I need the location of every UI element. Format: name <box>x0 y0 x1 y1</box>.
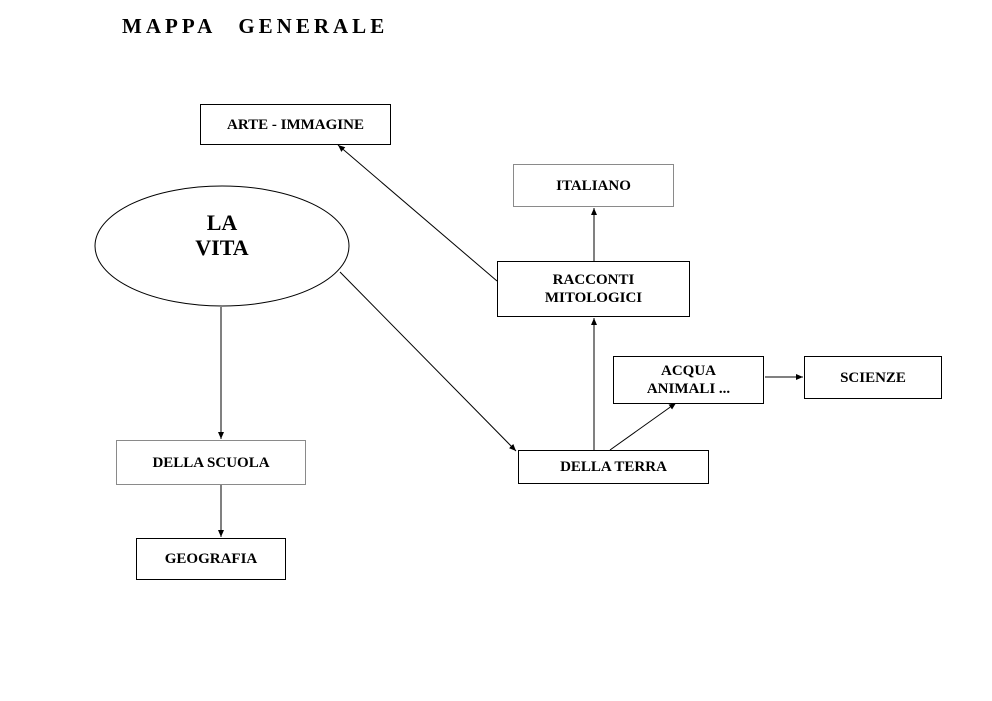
node-racconti-mitologici: RACCONTI MITOLOGICI <box>497 261 690 317</box>
node-italiano: ITALIANO <box>513 164 674 207</box>
node-geografia: GEOGRAFIA <box>136 538 286 580</box>
la-vita-label: LA VITA <box>195 210 249 260</box>
node-della-terra: DELLA TERRA <box>518 450 709 484</box>
node-arte-immagine: ARTE - IMMAGINE <box>200 104 391 145</box>
node-della-scuola: DELLA SCUOLA <box>116 440 306 485</box>
page-title: MAPPA GENERALE <box>122 14 389 38</box>
node-acqua-animali: ACQUA ANIMALI ... <box>613 356 764 404</box>
arrow-vita-to-terra <box>339 271 517 452</box>
arrow-terra-to-acqua <box>609 402 677 451</box>
la-vita-ellipse <box>94 185 350 307</box>
node-scienze: SCIENZE <box>804 356 942 399</box>
arrow-racconti-to-arte <box>337 144 498 282</box>
